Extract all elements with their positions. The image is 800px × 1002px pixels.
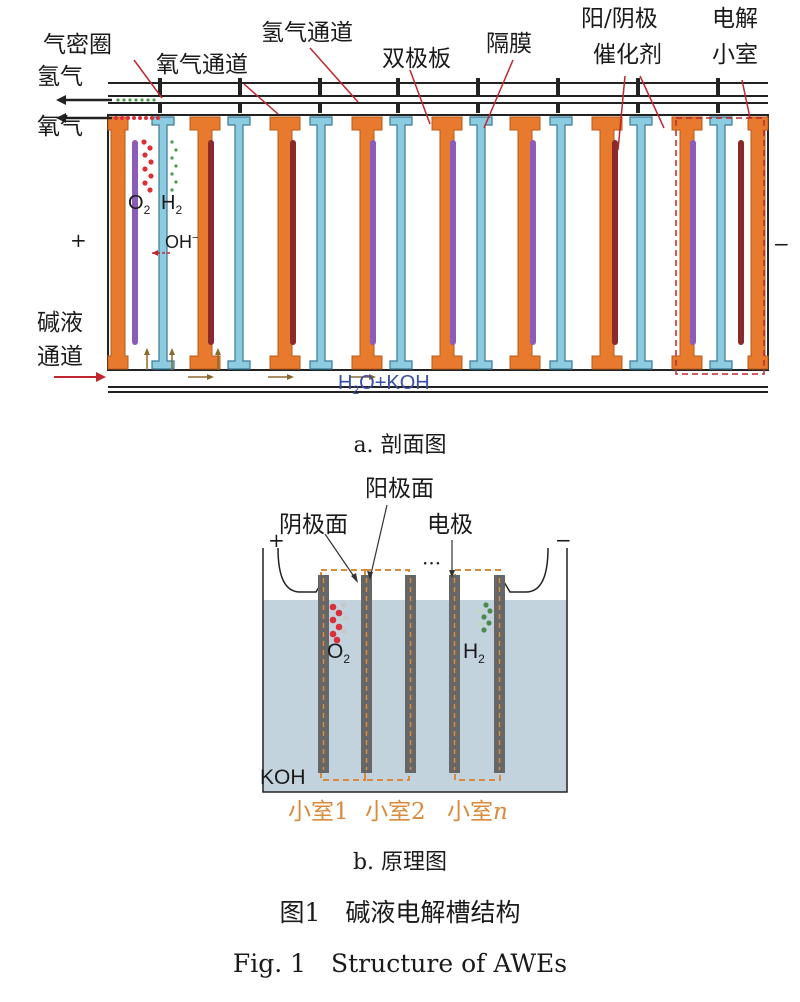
bottom-flow-arrows bbox=[188, 374, 376, 380]
label-hydroxide: OH− bbox=[165, 232, 199, 252]
anode-catalyst-strip bbox=[690, 140, 696, 345]
hydrogen-bubbles-b-light bbox=[476, 608, 483, 627]
caption-figure-b: b. 原理图 bbox=[352, 850, 448, 875]
hydroxide-arrow bbox=[152, 250, 172, 256]
label-diaphragm: 隔膜 bbox=[486, 31, 532, 57]
diaphragm bbox=[151, 116, 175, 370]
bipolar-plate bbox=[671, 116, 703, 370]
label-catalyst-line1: 阳/阴极 bbox=[581, 6, 658, 32]
caption-figure-a: a. 剖面图 bbox=[353, 433, 447, 458]
label-ellipsis: ··· bbox=[422, 551, 442, 575]
bipolar-plate bbox=[509, 116, 541, 370]
label-leader-lines bbox=[133, 47, 751, 151]
bipolar-plate bbox=[591, 116, 623, 370]
cell-stack-frame bbox=[107, 114, 769, 371]
anode-catalyst-strip bbox=[370, 140, 376, 345]
label-hydrogen-output: 氢气 bbox=[37, 64, 83, 90]
hydrogen-channel-dots bbox=[116, 98, 156, 102]
oxygen-bubbles-b bbox=[329, 603, 343, 644]
electrode-centerlines bbox=[322, 578, 501, 770]
label-o2-b: O2 bbox=[327, 640, 351, 667]
label-koh: KOH bbox=[260, 766, 306, 789]
top-seal-ticks bbox=[158, 78, 720, 113]
diaphragm bbox=[709, 116, 733, 370]
anode-catalyst-strip bbox=[450, 140, 456, 345]
bipolar-plate bbox=[351, 116, 383, 370]
electrolyte-koh bbox=[263, 600, 567, 792]
bipolar-plates bbox=[107, 116, 769, 370]
diaphragm bbox=[389, 116, 413, 370]
gas-output-arrows bbox=[56, 95, 112, 123]
oxygen-channel-dots bbox=[114, 116, 160, 120]
label-cell-2: 小室2 bbox=[365, 799, 426, 825]
label-oxygen-output: 氧气 bbox=[37, 114, 83, 140]
label-h2-a: H2 bbox=[161, 192, 183, 217]
oxygen-bubbles bbox=[141, 139, 154, 193]
bipolar-plate bbox=[431, 116, 463, 370]
cathode-catalyst-strip bbox=[208, 140, 214, 345]
label-cell-line2: 小室 bbox=[712, 42, 758, 68]
wire-cathode bbox=[503, 547, 549, 593]
diaphragm bbox=[629, 116, 653, 370]
label-oxygen-channel: 氧气通道 bbox=[156, 52, 248, 78]
bottom-alkali-channel bbox=[108, 369, 768, 393]
label-gas-seal: 气密圈 bbox=[43, 32, 112, 58]
label-catalyst-line2: 催化剂 bbox=[593, 42, 662, 68]
cathode-catalyst-strip bbox=[290, 140, 296, 345]
hydrogen-bubbles bbox=[170, 140, 178, 192]
label-h2-b: H2 bbox=[463, 640, 485, 667]
label-alkali-line2: 通道 bbox=[37, 344, 83, 370]
label-anode-terminal: + bbox=[70, 228, 87, 252]
label-bipolar-plate: 双极板 bbox=[382, 46, 451, 72]
electrodes bbox=[318, 575, 505, 773]
alkali-inlet-arrow bbox=[54, 372, 106, 382]
figure-caption-english: Fig. 1 Structure of AWEs bbox=[232, 949, 568, 978]
diaphragms bbox=[151, 116, 733, 370]
hydrogen-bubbles-b bbox=[481, 602, 493, 633]
figure-caption-chinese: 图1 碱液电解槽结构 bbox=[279, 898, 521, 927]
bipolar-plate bbox=[269, 116, 301, 370]
electrolysis-tank bbox=[262, 548, 568, 793]
diaphragm bbox=[469, 116, 493, 370]
label-o2-a: O2 bbox=[128, 192, 151, 217]
label-anode-terminal-b: + bbox=[268, 528, 285, 552]
oxygen-bubbles-b-light bbox=[341, 602, 349, 634]
cathode-catalyst-strip bbox=[612, 140, 618, 345]
bipolar-plate bbox=[189, 116, 221, 370]
wire-anode bbox=[277, 547, 323, 593]
label-hydrogen-channel: 氢气通道 bbox=[261, 20, 353, 46]
label-anode-face: 阳极面 bbox=[365, 476, 434, 502]
diaphragm bbox=[549, 116, 573, 370]
label-cell-line1: 电解 bbox=[712, 6, 758, 32]
label-feed-water-koh: H2O+KOH bbox=[338, 372, 430, 397]
label-cathode-terminal: − bbox=[773, 232, 790, 256]
top-gas-channels bbox=[108, 82, 768, 116]
upward-flow-arrows bbox=[144, 348, 221, 370]
label-cell-n: 小室n bbox=[447, 799, 508, 825]
cathode-catalyst-strip bbox=[738, 140, 744, 345]
cross-section-diagram bbox=[54, 47, 769, 393]
anode-catalyst-strip bbox=[530, 140, 536, 345]
label-electrode: 电极 bbox=[427, 512, 473, 538]
anode-catalyst-strip bbox=[132, 140, 138, 345]
catalyst-layers bbox=[132, 140, 744, 345]
bipolar-plate bbox=[747, 116, 769, 370]
bipolar-plate bbox=[107, 116, 129, 370]
label-cell-1: 小室1 bbox=[288, 799, 349, 825]
diaphragm bbox=[227, 116, 251, 370]
label-cathode-terminal-b: − bbox=[555, 528, 572, 552]
diaphragm bbox=[309, 116, 333, 370]
label-cathode-face: 阴极面 bbox=[279, 512, 348, 538]
electrolysis-cell-box bbox=[675, 117, 765, 375]
cell-boxes bbox=[320, 569, 501, 781]
label-alkali-line1: 碱液 bbox=[37, 310, 83, 336]
